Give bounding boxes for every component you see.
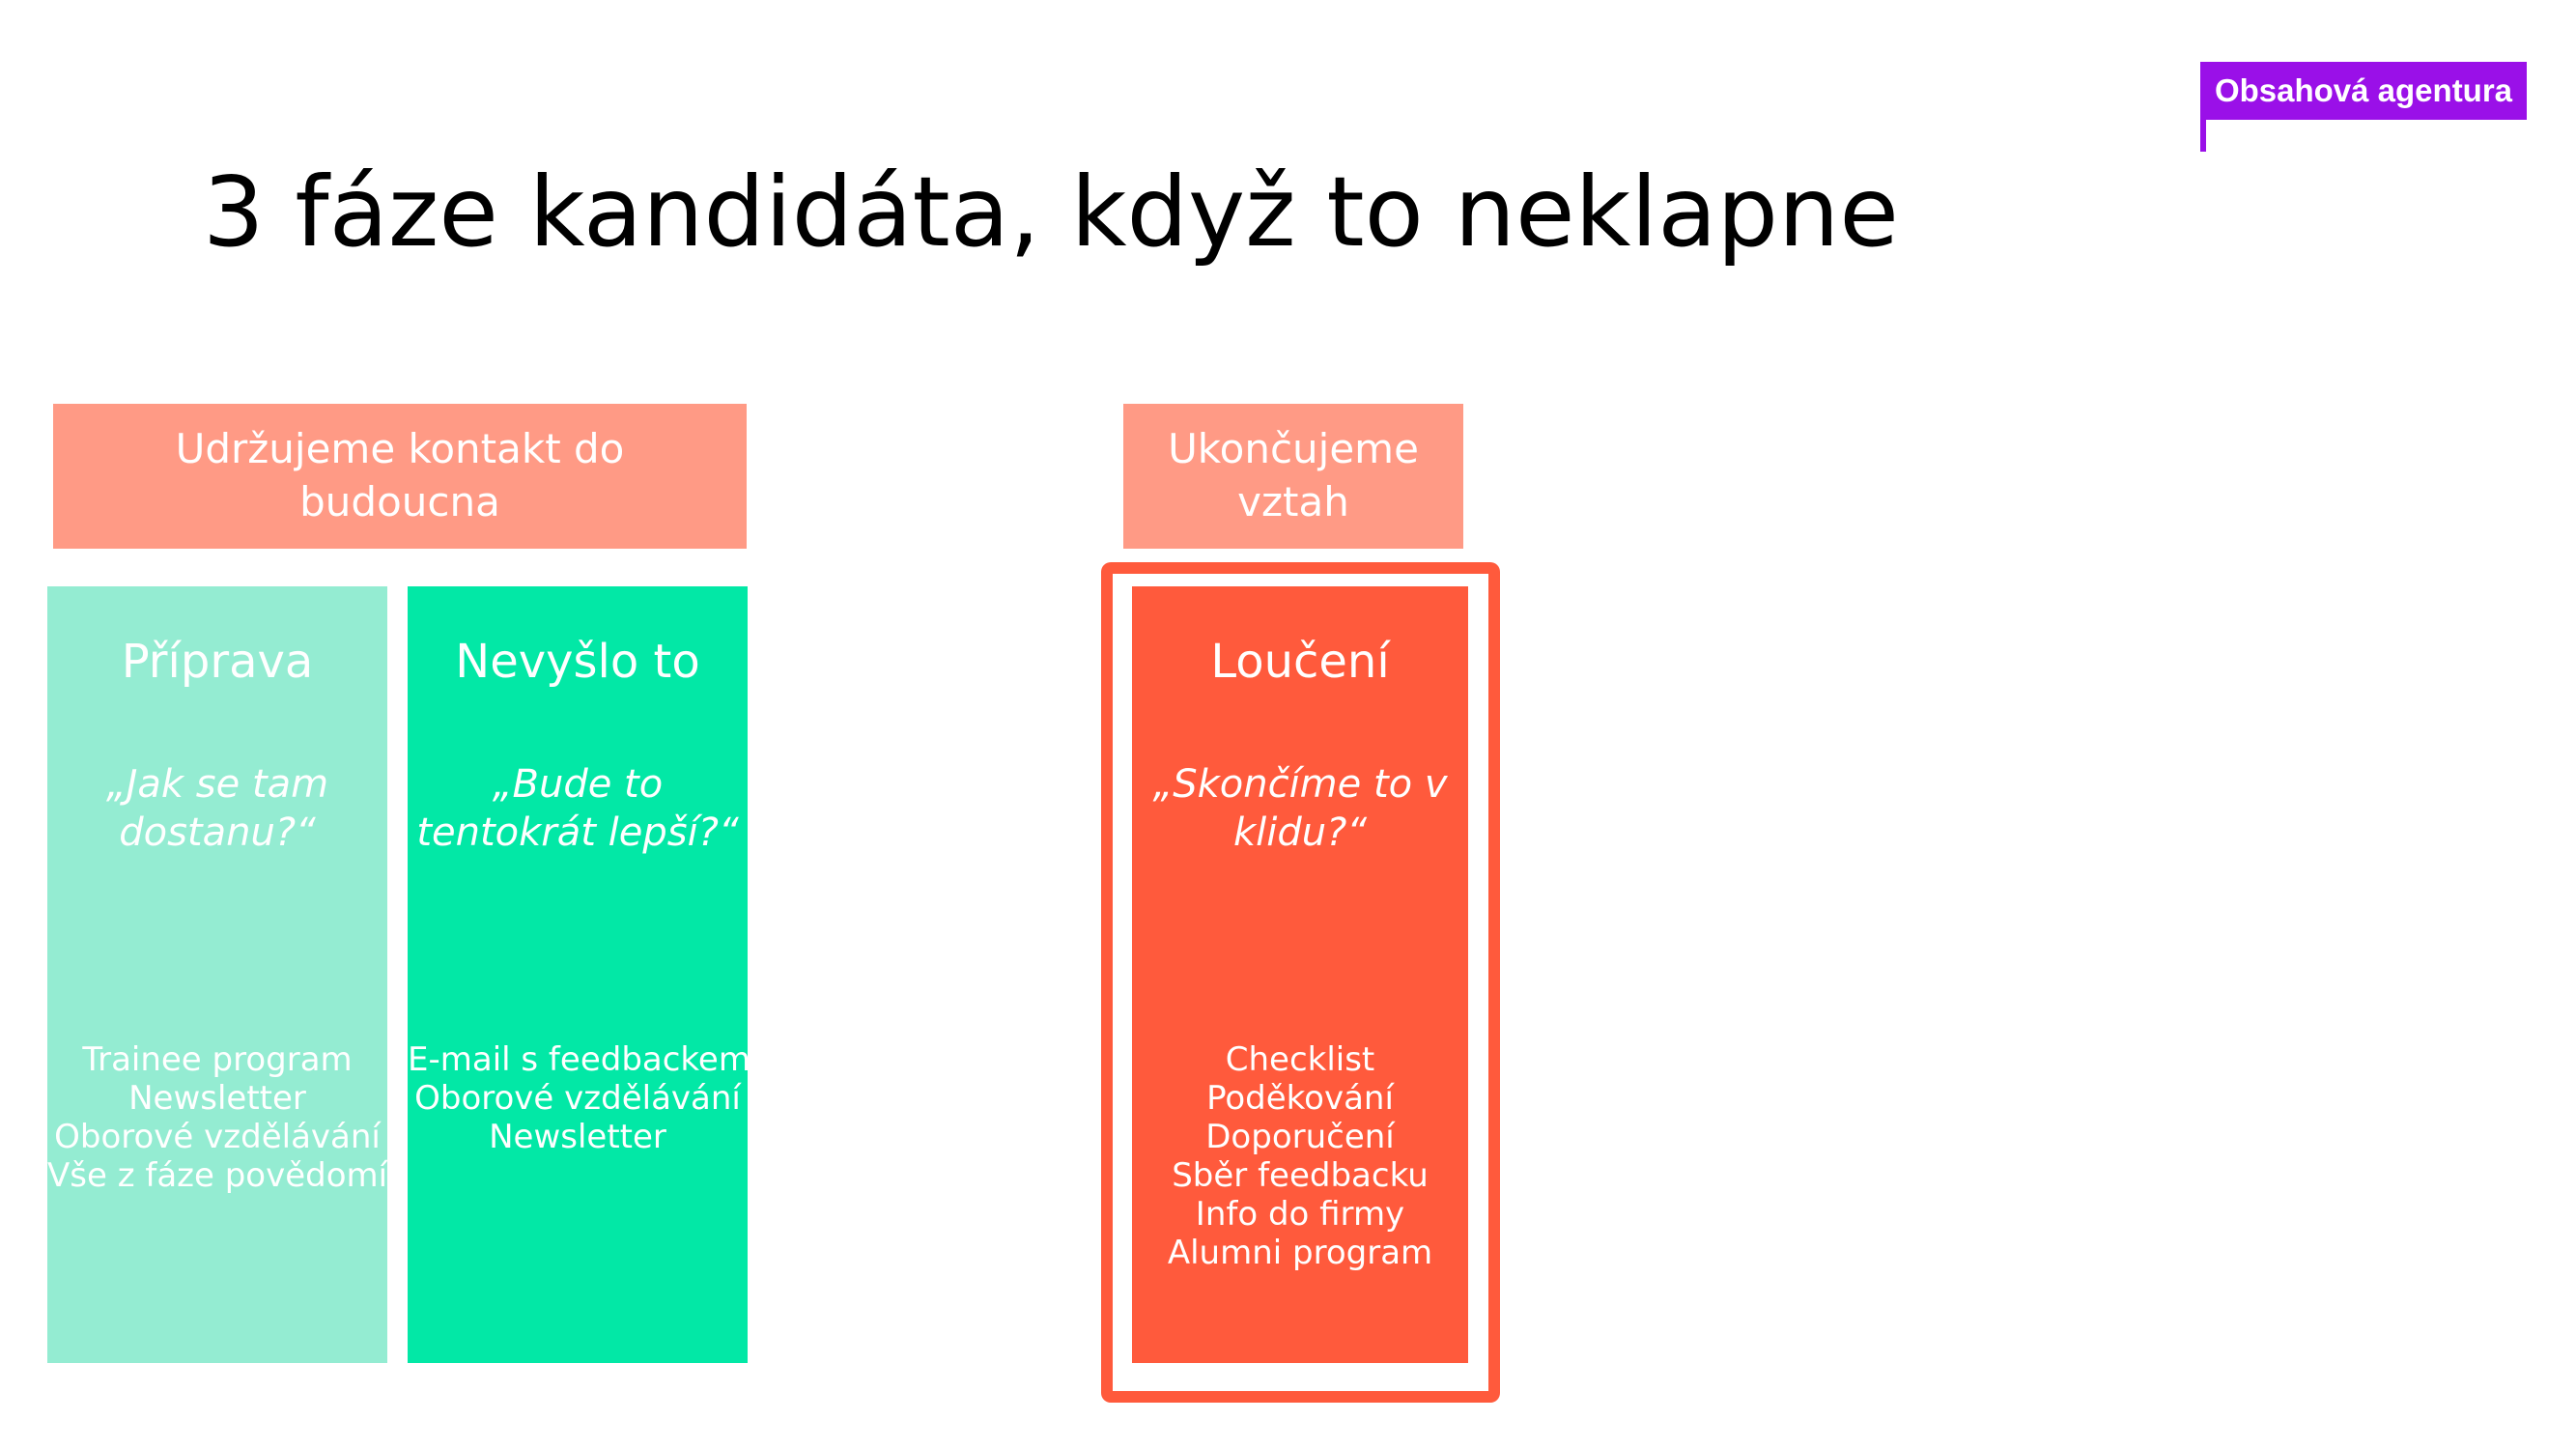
page-title: 3 fáze kandidáta, když to neklapne	[203, 156, 1899, 269]
list-item: Sběr feedbacku	[1172, 1156, 1429, 1195]
list-item: Newsletter	[489, 1118, 666, 1156]
phase-quote: „Bude to tentokrát lepší?“	[416, 762, 739, 855]
phase-title: Příprava	[121, 635, 314, 689]
list-item: Newsletter	[128, 1079, 306, 1118]
list-item: Oborové vzdělávání	[54, 1118, 381, 1156]
phase-quote: „Jak se tam dostanu?“	[105, 762, 329, 855]
list-item: Oborové vzdělávání	[414, 1079, 741, 1118]
brand-badge: Obsahová agentura	[2200, 62, 2527, 120]
list-item: Doporučení	[1205, 1118, 1395, 1156]
list-item: E-mail s feedbackem	[408, 1040, 750, 1079]
phase-card-louceni: Loučení „Skončíme to v klidu?“ Checklist…	[1132, 586, 1468, 1363]
list-item: Poděkování	[1206, 1079, 1394, 1118]
phase-quote: „Skončíme to v klidu?“	[1152, 762, 1448, 855]
phase-items: Trainee program Newsletter Oborové vzděl…	[47, 1040, 387, 1195]
group-header-keep-contact: Udržujeme kontakt do budoucna	[53, 404, 747, 549]
list-item: Info do firmy	[1195, 1195, 1405, 1234]
phase-items: Checklist Poděkování Doporučení Sběr fee…	[1132, 1040, 1468, 1272]
group-header-end-relationship: Ukončujeme vztah	[1123, 404, 1463, 549]
list-item: Trainee program	[82, 1040, 353, 1079]
list-item: Vše z fáze povědomí	[47, 1156, 388, 1195]
brand-badge-stem	[2200, 120, 2206, 152]
list-item: Alumni program	[1167, 1234, 1433, 1272]
list-item: Checklist	[1225, 1040, 1375, 1079]
highlight-frame	[1101, 562, 1500, 1403]
phase-title: Loučení	[1210, 635, 1390, 689]
phase-card-priprava: Příprava „Jak se tam dostanu?“ Trainee p…	[47, 586, 387, 1363]
phase-items: E-mail s feedbackem Oborové vzdělávání N…	[408, 1040, 750, 1156]
phase-card-nevyslo-to: Nevyšlo to „Bude to tentokrát lepší?“ E-…	[408, 586, 750, 1363]
phase-title: Nevyšlo to	[455, 635, 700, 689]
